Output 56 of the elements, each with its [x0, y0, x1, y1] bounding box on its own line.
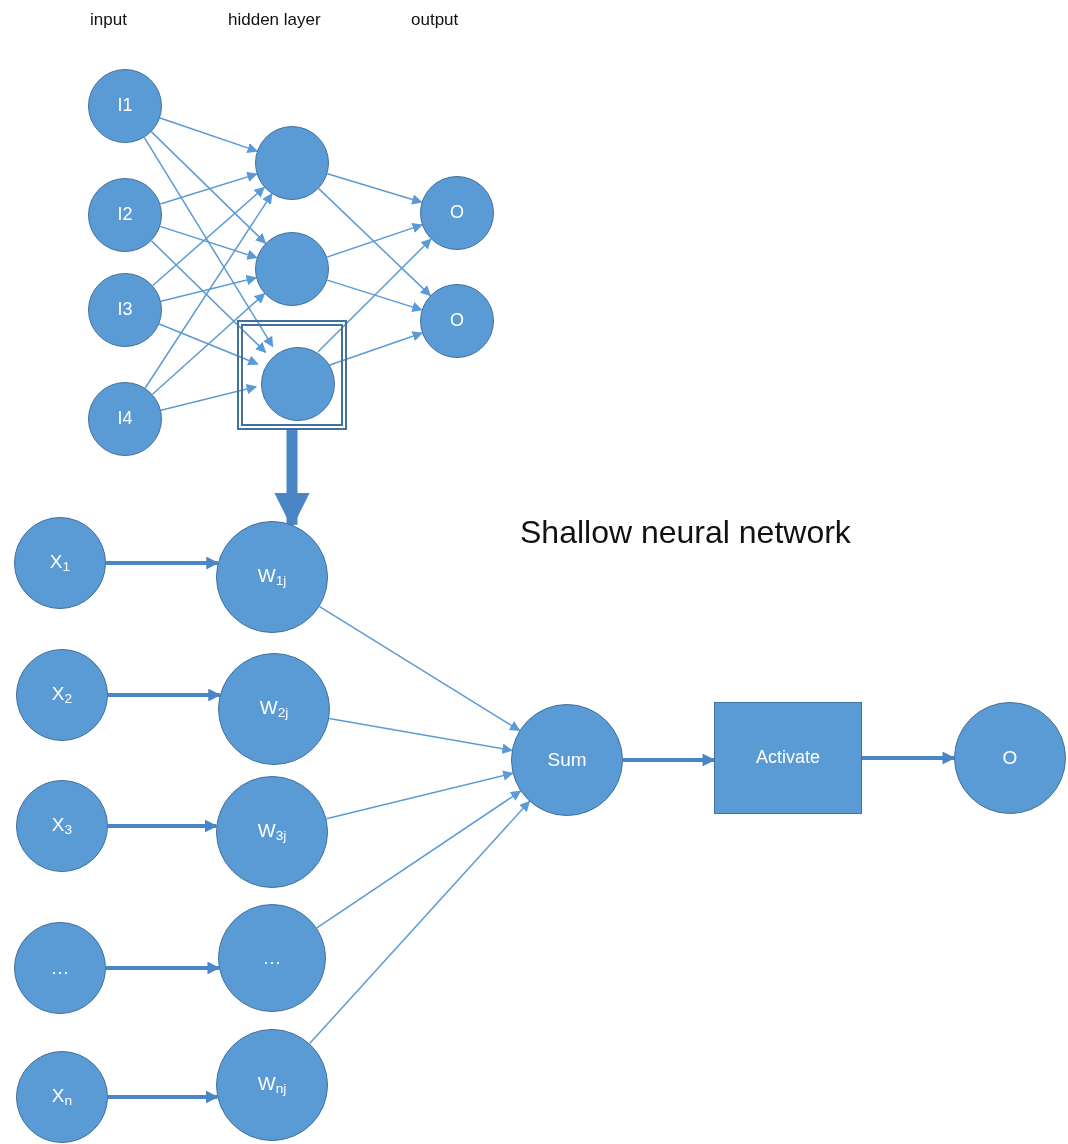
thick-arrow — [862, 751, 956, 765]
node-label: X$_{1}$ — [49, 551, 71, 575]
node-label: O — [1002, 747, 1018, 769]
highlight-frame — [237, 320, 347, 430]
arrow — [152, 186, 265, 287]
node-label: I3 — [117, 300, 133, 320]
arrow — [160, 275, 258, 302]
node-label: Activate — [756, 748, 820, 768]
node-label: X$_{2}$ — [51, 683, 73, 707]
column-label: input — [90, 10, 127, 30]
thick-arrow — [106, 556, 220, 570]
node-label: W$_{2j}$ — [259, 697, 289, 721]
arrow — [308, 800, 531, 1045]
arrow — [326, 173, 423, 205]
node-label: I2 — [117, 205, 133, 225]
arrow — [150, 240, 267, 353]
node-label: I4 — [117, 409, 133, 429]
thick-arrow — [108, 1090, 219, 1104]
arrow — [326, 279, 423, 313]
arrow — [158, 323, 259, 366]
node-label: O — [450, 203, 464, 223]
arrow — [151, 292, 266, 396]
node-label: Sum — [547, 749, 587, 771]
arrow — [143, 136, 274, 348]
column-label: output — [411, 10, 459, 30]
arrow — [318, 605, 521, 732]
arrow — [317, 187, 432, 297]
node-label: X$_{n}$ — [51, 1085, 73, 1109]
thick-arrow — [108, 688, 222, 702]
column-label: hidden layer — [228, 10, 321, 30]
thick-arrow — [108, 819, 218, 833]
node-label: W$_{nj}$ — [257, 1073, 287, 1097]
arrow — [144, 193, 273, 389]
arrow — [159, 171, 258, 205]
arrow — [150, 131, 267, 244]
node-label: W$_{1j}$ — [257, 565, 287, 589]
thick-arrow — [106, 961, 221, 975]
node-label: O — [450, 311, 464, 331]
arrow — [317, 238, 432, 353]
neuron-circle — [255, 126, 329, 200]
node-label: W$_{3j}$ — [257, 820, 287, 844]
node-label: X$_{3}$ — [51, 814, 73, 838]
node-label: … — [50, 957, 70, 979]
arrow — [326, 222, 423, 258]
arrow — [325, 770, 514, 820]
node-label: I1 — [117, 96, 133, 116]
neuron-circle — [261, 347, 335, 421]
arrow — [328, 717, 513, 754]
arrow — [316, 790, 522, 929]
diagram-title: Shallow neural network — [520, 514, 851, 551]
arrow — [159, 225, 258, 260]
arrow — [160, 384, 258, 411]
process-box — [714, 702, 862, 814]
arrow — [159, 117, 258, 153]
thick-arrow — [623, 753, 716, 767]
node-label: … — [262, 947, 282, 969]
